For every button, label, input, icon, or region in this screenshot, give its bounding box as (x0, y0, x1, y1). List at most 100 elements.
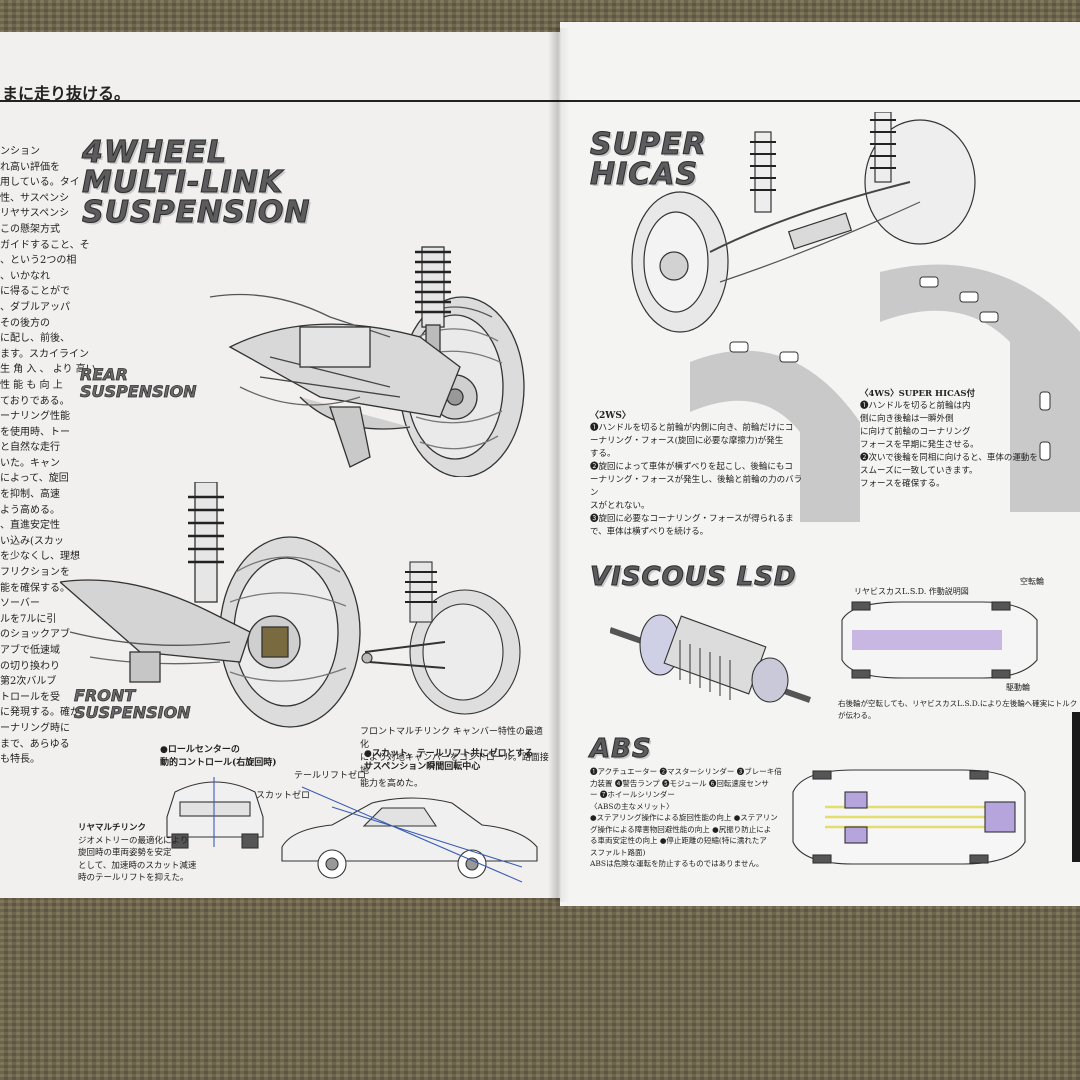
abs-text-line: スファルト路面) (590, 847, 646, 857)
body-text-line: も特長。 (0, 754, 40, 766)
right-header-rule (560, 100, 1080, 102)
viscous-lsd-illustration (610, 614, 811, 703)
ws2-text-line: で、車体は横ずべりを続ける。 (590, 527, 709, 537)
front-suspension-illustration (60, 482, 361, 728)
body-text-line: ーナリング時に (0, 722, 70, 734)
ws4-explanation: ❶ハンドルを切ると前輪は内側に向き後輪は一瞬外側に向けて前輪のコーナリングフォー… (860, 400, 1060, 491)
ws4-text-line: 側に向き後輪は一瞬外側 (860, 414, 954, 424)
body-text-line: ーナリング性能 (0, 411, 70, 423)
body-text-line: トロールを受 (0, 691, 60, 703)
ws2-text-line: ❶ハンドルを切ると前輪が内側に向き、前輪だけにコ (590, 423, 794, 433)
viscous-caption: 右後輪が空転しても、リヤビスカスL.S.D.により左後輪へ確実にトルクが伝わる。 (838, 699, 1078, 720)
ws2-text-line: スがとれない。 (590, 501, 650, 511)
abs-text-line: 力装置 ❹警告ランプ ❺モジュール ❻回転速度センサ (590, 778, 769, 788)
front-multilink-diagram (361, 561, 521, 715)
abs-text-line: グ操作による障害物回避性能の向上 ●尻振り防止によ (590, 824, 772, 834)
body-text-column: ンションれ高い評価を用している。タイ性、サスペンシリヤサスペンシこの懸架方式ガイ… (0, 144, 96, 768)
side-view-car-diagram (281, 786, 538, 883)
ws4-text-line: スムーズに一致していきます。 (860, 466, 978, 476)
wheel-slip-label: 空転輪 (1020, 577, 1044, 586)
front-multilink-caption-line-3: 能力を高めた。 (360, 779, 424, 789)
tail-lift-zero-label: テールリフトゼロ (294, 771, 367, 781)
roll-center-line-2: 動的コントロール(右旋回時) (160, 758, 277, 768)
abs-text-line: ❶アクチュエーター ❷マスターシリンダー ❸ブレーキ倍 (590, 767, 782, 776)
body-text-line: 性 能 も 向 上 (0, 379, 63, 391)
front-multilink-caption: フロントマルチリンク キャンバー特性の最適化 により対地キャンバーをコントロール… (360, 726, 550, 791)
squat-line-1: ●スカット、テールリフト共にゼロとする (364, 749, 534, 759)
body-text-line: を抑制、高速 (0, 489, 60, 501)
viscous-lsd-title: VISCOUS LSD (589, 562, 797, 592)
right-page: SUPER HICAS 〈2 (560, 22, 1080, 906)
abs-text-line: ー ❼ホイールシリンダー (590, 790, 675, 799)
body-text-line: リヤサスペンシ (0, 208, 70, 220)
viscous-lsd-car-diagram (841, 601, 1038, 679)
rear-multilink-line-4: として、加速時のスカット減速 (78, 860, 197, 871)
roll-center-caption: ●ロールセンターの 動的コントロール(右旋回時) (160, 744, 277, 770)
rear-multilink-caption: リヤマルチリンク ジオメトリーの最適化により 旋回時の車両姿勢を安定 として、加… (78, 822, 196, 885)
ws2-text-line: する。 (590, 449, 616, 459)
body-text-line: 、という2つの相 (0, 255, 77, 267)
hicas-line-1: SUPER (590, 127, 707, 162)
body-text-line: その後方の (0, 317, 50, 329)
front-label-line-2: SUSPENSION (74, 702, 191, 722)
abs-text-line: ●ステアリング操作による旋回性能の向上 ●ステアリン (590, 813, 778, 822)
body-text-line: ンション (0, 146, 40, 157)
body-text-line: 、直進安定性 (0, 520, 60, 532)
body-text-line: 、ダブルアッパ (0, 301, 70, 313)
suspension-title: 4WHEEL MULTI-LINK SUSPENSION (82, 135, 311, 230)
body-text-line: れ高い評価を (0, 161, 60, 173)
body-text-line: ルを7ルに引 (0, 613, 57, 625)
rear-multilink-line-5: 時のテールリフトを抑えた。 (78, 873, 189, 883)
abs-legend: ❶アクチュエーター ❷マスターシリンダー ❸ブレーキ倍力装置 ❹警告ランプ ❺モ… (590, 766, 800, 870)
body-text-line: ます。スカイライン (0, 348, 89, 360)
title-line-2: MULTI-LINK (82, 165, 284, 200)
rear-view-car-diagram (166, 777, 264, 849)
left-page: まに走り抜ける。 4WHEEL MULTI-LINK SUSPENSION ンシ… (0, 32, 560, 898)
hicas-line-2: HICAS (590, 157, 699, 192)
ws2-text-line: ❷旋回によって車体が横ずべりを起こし、後輪にもコ (590, 462, 793, 472)
right-edge-dark-strip (1072, 712, 1080, 862)
ws4-text-line: ❶ハンドルを切ると前輪は内 (860, 401, 971, 411)
front-multilink-caption-line-1: フロントマルチリンク キャンバー特性の最適化 (360, 727, 543, 750)
super-hicas-illustration (631, 112, 976, 333)
title-line-1: 4WHEEL (82, 135, 228, 170)
body-text-line: 能を確保する。 (0, 582, 70, 594)
abs-text-line: ABSは危険な運転を防止するものではありません。 (590, 859, 764, 868)
squat-line-2: サスペンション瞬間回転中心 (364, 762, 481, 772)
rear-label-line-1: REAR (80, 365, 129, 384)
viscous-diagram-title: リヤビスカスL.S.D. 作動説明図 (854, 587, 969, 596)
body-text-line: を使用時、トー (0, 426, 70, 438)
ws4-text-line: フォースを早期に発生させる。 (860, 440, 979, 450)
ws4-text-line: に向けて前輪のコーナリング (860, 427, 971, 437)
squat-zero-label: スカットゼロ (256, 791, 311, 801)
drive-wheel-label: 駆動輪 (1006, 683, 1030, 692)
body-text-line: よう高める。 (0, 504, 60, 516)
book-spine-shadow (548, 28, 570, 902)
abs-car-diagram (792, 769, 1026, 865)
abs-text-line: る車両安定性の向上 ●停止距離の短縮(特に濡れたア (590, 836, 767, 845)
header-text: まに走り抜ける。 (2, 84, 131, 103)
hicas-road-diagram (690, 264, 1080, 522)
body-text-line: 第2次バルブ (0, 676, 57, 688)
body-text-line: い込み(スカッ (0, 535, 64, 547)
ws4-title: 〈4WS〉SUPER HICAS付 (860, 389, 976, 399)
body-text-line: によって、旋回 (0, 473, 69, 485)
ws2-text-line: ーナリング・フォース(旋回に必要な摩擦力)が発生 (590, 436, 784, 446)
body-text-line: 用している。タイ (0, 177, 80, 189)
ws2-explanation: ❶ハンドルを切ると前輪が内側に向き、前輪だけにコーナリング・フォース(旋回に必要… (590, 422, 810, 539)
rear-multilink-line-1: リヤマルチリンク (78, 823, 147, 833)
title-line-3: SUSPENSION (82, 195, 311, 230)
abs-title: ABS (590, 734, 652, 764)
header-rule (0, 100, 560, 102)
ws2-text-line: ❸旋回に必要なコーナリング・フォースが得られるま (590, 514, 794, 524)
roll-center-line-1: ●ロールセンターの (160, 745, 240, 755)
body-text-line: フリクションを (0, 567, 70, 579)
body-text-line: のショックアブ (0, 629, 70, 641)
body-text-line: ソーバー (0, 598, 40, 610)
body-text-line: 性、サスペンシ (0, 192, 70, 204)
rear-multilink-line-2: ジオメトリーの最適化により (78, 835, 189, 846)
body-text-line: ておりである。 (0, 395, 70, 407)
abs-text-line: 〈ABSの主なメリット〉 (590, 801, 674, 811)
body-text-line: 、いかなれ (0, 270, 50, 282)
front-suspension-label: FRONT SUSPENSION (74, 687, 191, 722)
